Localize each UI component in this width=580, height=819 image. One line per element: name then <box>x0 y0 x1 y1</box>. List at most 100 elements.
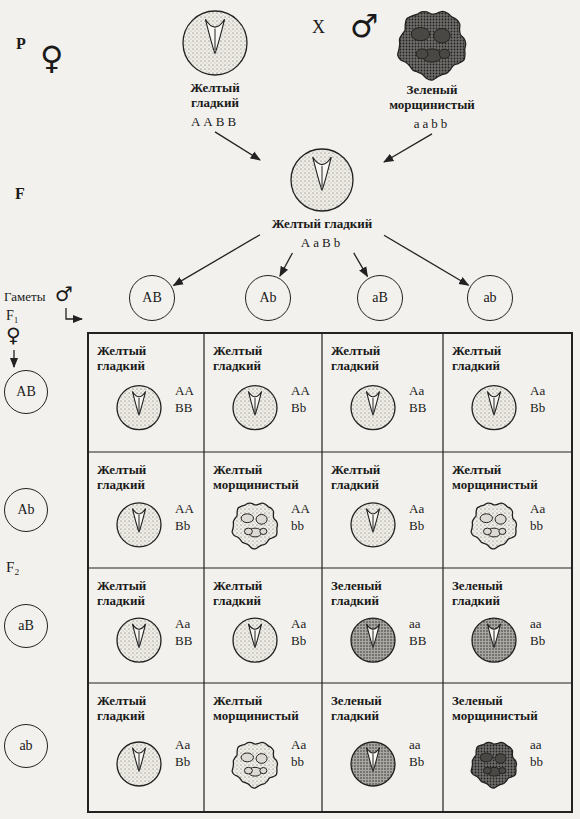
arrow-connector <box>215 132 260 160</box>
punnett-cell: Желтый гладкий Aa Bb <box>323 453 442 567</box>
male-gamete: Ab <box>245 275 291 321</box>
phenotype-text: Желтый гладкий <box>262 217 382 232</box>
male-gamete: AB <box>129 275 175 321</box>
punnett-cell: Желтый гладкий AA Bb <box>205 334 321 451</box>
male-gamete: aB <box>357 275 403 321</box>
phenotype-text: Желтый гладкий <box>452 343 501 374</box>
male-symbol: ♂ <box>55 284 73 304</box>
punnett-cell: Зеленый гладкийaa Bb <box>444 569 571 682</box>
phenotype-text: Зеленый гладкий <box>331 693 382 724</box>
male-gamete: ab <box>467 275 513 321</box>
pea-seed <box>351 503 395 547</box>
generation-label: P <box>16 36 26 52</box>
gamete-genotype: aB <box>372 290 388 306</box>
genotype-text: AABB <box>160 114 270 130</box>
gamete-genotype: AB <box>142 290 161 306</box>
female-symbol: ♀ <box>40 42 63 74</box>
phenotype-text: Желтый морщинистый <box>213 462 299 493</box>
punnett-cell: Желтый гладкий Aa BB <box>89 569 203 682</box>
pea-seed <box>232 742 277 788</box>
arrow-connector <box>354 253 368 276</box>
gametes-label: Гаметы <box>4 290 45 303</box>
phenotype-text: Зеленый гладкий <box>331 578 382 609</box>
punnett-cell: Зеленый гладкий aa BB <box>323 569 442 682</box>
parent-seed: Желтый гладкийAABB <box>160 8 270 130</box>
pea-seed <box>351 742 395 786</box>
gamete-genotype: AB <box>16 384 35 400</box>
phenotype-text: Зеленый морщинистый <box>389 83 475 113</box>
punnett-cell: Желтый гладкийAa Bb <box>205 569 321 682</box>
punnett-cell: Желтый морщинистый Aa bb <box>444 453 571 567</box>
phenotype-text: Зеленый морщинистый <box>452 693 538 724</box>
arrow-connector <box>384 235 468 285</box>
generation-label: F₂ <box>6 560 20 575</box>
punnett-cell: Желтый гладкий Aa Bb <box>444 334 571 451</box>
gamete-genotype: Ab <box>17 502 34 518</box>
connectors <box>174 132 469 285</box>
genotype-text: Aa bb <box>291 737 306 771</box>
punnett-cell: Зеленый морщинистыйaa bb <box>444 684 571 811</box>
punnett-cell: Желтый морщинистыйAa bb <box>205 684 321 811</box>
pea-seed <box>351 386 395 430</box>
pea-seed <box>233 618 277 662</box>
pea-seed <box>117 742 161 786</box>
pea-seed <box>117 503 161 547</box>
genotype-text: Aa bb <box>530 501 545 535</box>
genotype-text: Aa Bb <box>530 383 545 417</box>
phenotype-text: Желтый гладкий <box>190 81 239 111</box>
phenotype-text: Желтый гладкий <box>97 578 146 609</box>
genotype-text: Aa BB <box>409 383 426 417</box>
phenotype-text: Желтый морщинистый <box>452 462 538 493</box>
genotype-text: Aa Bb <box>409 501 424 535</box>
phenotype-text: Зеленый гладкий <box>452 578 503 609</box>
punnett-cell: Желтый гладкийAA Bb <box>89 453 203 567</box>
phenotype-text: Желтый гладкий <box>331 343 380 374</box>
phenotype-text: Желтый гладкий <box>97 693 146 724</box>
phenotype-text: Желтый гладкий <box>331 462 380 493</box>
phenotype-text: Желтый гладкий <box>97 343 146 374</box>
punnett-cell: Желтый морщинистый AA bb <box>205 453 321 567</box>
punnett-cell: Желтый гладкий Aa BB <box>323 334 442 451</box>
genotype-text: Aa BB <box>175 616 192 650</box>
genotype-text: AA BB <box>175 383 193 417</box>
arrow-connector <box>280 253 293 276</box>
pea-seed <box>471 742 516 788</box>
genotype-text: aa BB <box>409 616 426 650</box>
phenotype-text: Желтый гладкий <box>213 578 262 609</box>
gamete-genotype: aB <box>18 618 34 634</box>
pointer-arrow <box>13 350 14 367</box>
arrow-connector <box>384 134 432 162</box>
punnett-cell: Зеленый гладкийaa Bb <box>323 684 442 811</box>
pointer-arrows <box>14 308 82 367</box>
pea-seed <box>471 503 516 549</box>
hybrid-seed: Желтый гладкийAaBb <box>262 146 382 251</box>
parent-seed: Зеленый морщинистый aabb <box>372 8 492 132</box>
genotype-text: aabb <box>372 116 492 132</box>
pea-seed <box>472 386 516 430</box>
gamete-genotype: Ab <box>259 290 276 306</box>
cross-sign: X <box>312 18 325 36</box>
punnett-cell: Желтый гладкий AA BB <box>89 334 203 451</box>
generation-label: F <box>15 186 25 202</box>
pea-illustrations <box>117 11 516 788</box>
pea-seed <box>291 149 353 211</box>
genotype-text: AA Bb <box>291 383 309 417</box>
pointer-arrow <box>66 308 82 319</box>
female-gamete: AB <box>4 370 48 414</box>
pea-seed <box>351 618 395 662</box>
female-symbol: ♀ <box>6 325 21 345</box>
pea-seed <box>117 386 161 430</box>
punnett-grid <box>88 333 572 812</box>
genotype-text: AA bb <box>291 501 309 535</box>
female-gamete: ab <box>4 724 48 768</box>
genotype-text: AA Bb <box>175 501 193 535</box>
arrow-connector <box>174 235 260 286</box>
pea-seed <box>117 618 161 662</box>
pea-seed <box>233 386 277 430</box>
male-symbol: ♂ <box>350 10 379 42</box>
pea-seed <box>183 11 247 75</box>
genotype-text: AaBb <box>262 235 382 251</box>
genotype-text: Aa Bb <box>175 737 190 771</box>
phenotype-text: Желтый гладкий <box>213 343 262 374</box>
gamete-genotype: ab <box>483 290 496 306</box>
